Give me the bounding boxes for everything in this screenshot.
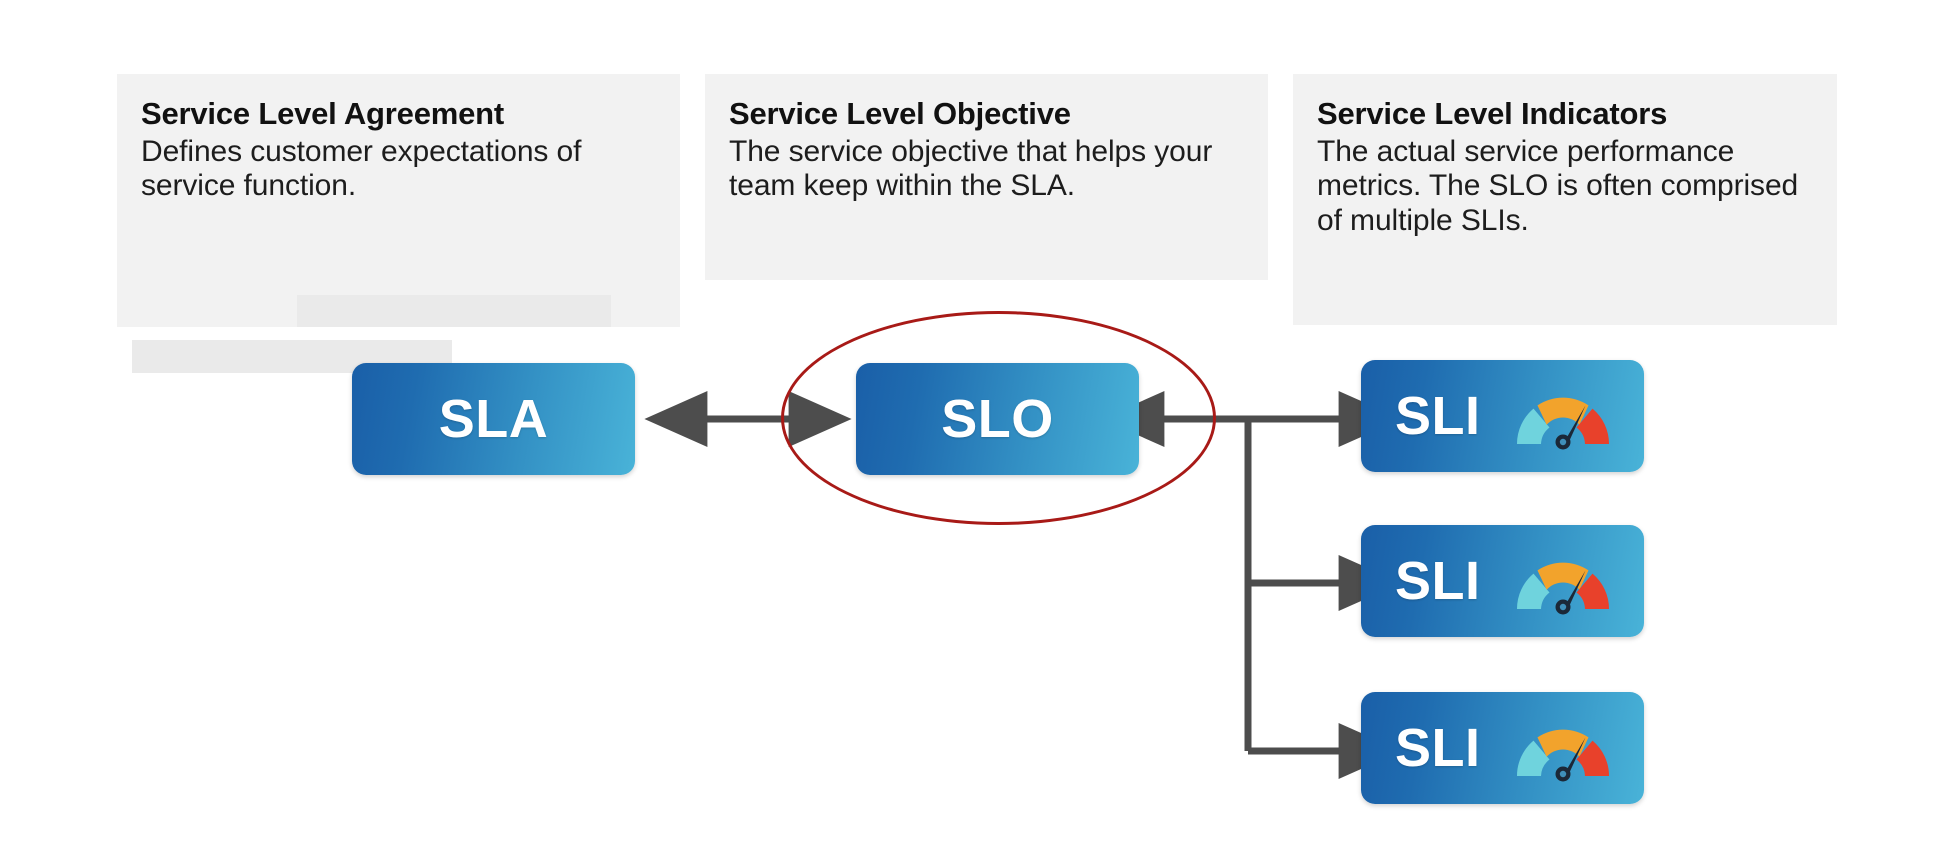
badge-label: SLI: [1395, 551, 1481, 611]
badge-sla[interactable]: SLA: [352, 363, 635, 475]
slo-highlight-ellipse: [781, 311, 1216, 525]
card-body: The actual service performance metrics. …: [1317, 134, 1799, 238]
badge-sli-3[interactable]: SLI: [1361, 692, 1644, 804]
badge-sli-2[interactable]: SLI: [1361, 525, 1644, 637]
card-service-level-objective: Service Level Objective The service obje…: [705, 74, 1268, 280]
card-title: Service Level Objective: [729, 96, 1071, 131]
badge-sli-1[interactable]: SLI: [1361, 360, 1644, 472]
badge-label: SLI: [1395, 386, 1481, 446]
card-title: Service Level Indicators: [1317, 96, 1668, 131]
card-service-level-agreement: Service Level Agreement Defines customer…: [117, 74, 680, 373]
card-service-level-indicators: Service Level Indicators The actual serv…: [1293, 74, 1837, 325]
redaction-block: [297, 295, 611, 327]
gauge-icon: [1516, 562, 1609, 615]
gauge-icon: [1516, 729, 1609, 782]
card-title: Service Level Agreement: [141, 96, 504, 131]
card-body: Defines customer expectations of service…: [141, 134, 582, 203]
gauge-icon: [1516, 397, 1609, 450]
badge-label: SLA: [438, 389, 549, 449]
card-body: The service objective that helps your te…: [729, 134, 1213, 203]
badge-label: SLI: [1395, 718, 1481, 778]
